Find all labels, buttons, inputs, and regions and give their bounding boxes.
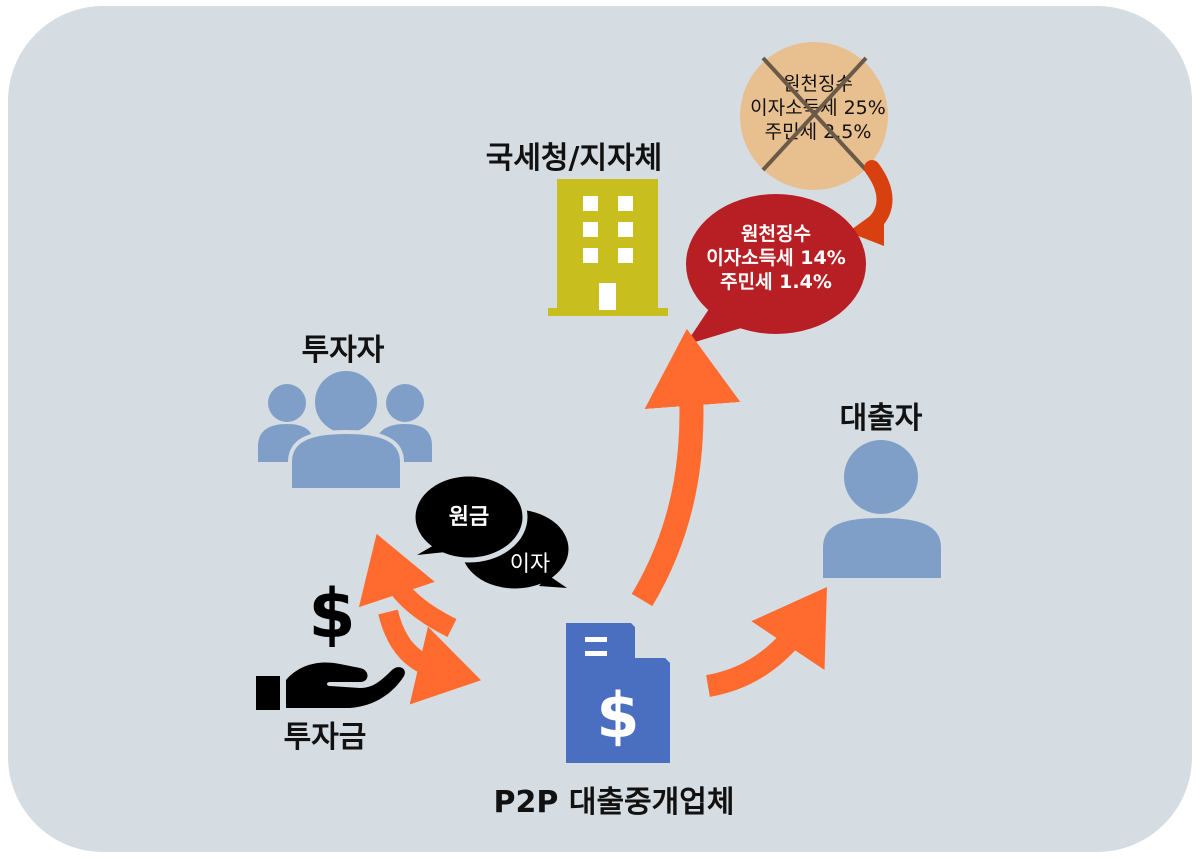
tax-office-label: 국세청/지자체	[486, 141, 663, 176]
investor-label: 투자자	[302, 333, 385, 368]
arrow-platform-to-borrower	[705, 587, 827, 697]
old-tax-line3: 주민세 2.5%	[765, 121, 872, 143]
dollar-document-icon: $	[566, 623, 670, 763]
arrow-platform-to-tax	[631, 328, 741, 607]
change-arrow	[848, 160, 893, 246]
arrow-platform-to-investor	[358, 533, 457, 637]
background-panel	[8, 6, 1192, 852]
old-tax-bubble: 원천징수 이자소득세 25% 주민세 2.5%	[740, 42, 888, 190]
user-icon	[823, 440, 941, 578]
new-tax-line3: 주민세 1.4%	[720, 271, 832, 293]
principal-label: 원금	[449, 505, 489, 530]
new-tax-line2: 이자소득세 14%	[706, 247, 846, 269]
arrow-investment-to-platform	[378, 609, 482, 705]
investment-label: 투자금	[284, 720, 367, 755]
borrower-label: 대출자	[840, 401, 923, 436]
interest-label: 이자	[510, 552, 550, 577]
new-tax-line1: 원천징수	[741, 223, 811, 245]
new-tax-bubble: 원천징수 이자소득세 14% 주민세 1.4%	[685, 194, 866, 345]
svg-text:$: $	[308, 575, 355, 654]
platform-label: P2P 대출중개업체	[494, 785, 735, 820]
cross-out-line	[761, 56, 868, 172]
svg-text:$: $	[596, 679, 639, 752]
hand-dollar-icon: $	[256, 575, 405, 710]
principal-bubble: 원금	[410, 471, 528, 563]
user-group-icon	[258, 367, 432, 492]
building-icon	[548, 179, 668, 316]
